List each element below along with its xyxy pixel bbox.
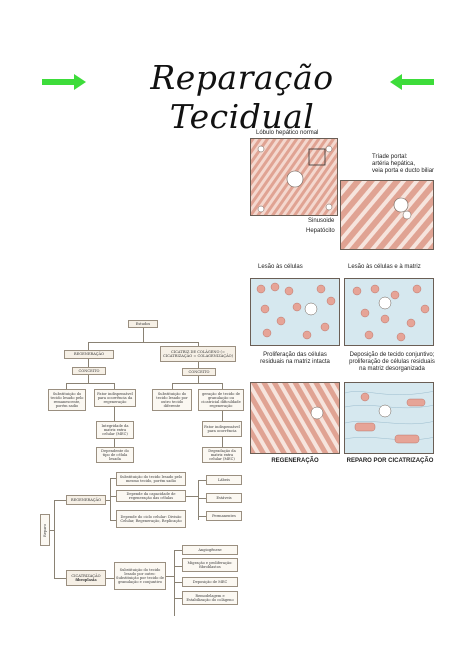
label-deposition: Deposição de tecido conjuntivo; prolifer… <box>349 352 435 372</box>
label-sinusoid: Sinusoide <box>308 218 335 224</box>
fc2-step-1: Angiogênese <box>182 545 238 555</box>
fc-right-b2: Degradação da matriz extra celular (MEC) <box>202 447 242 463</box>
green-arrow-right-icon <box>390 74 434 90</box>
normal-lobule-panel <box>250 138 338 216</box>
cell-injury-panel <box>250 278 340 346</box>
fc-regeneration: REGENERAÇÃO <box>64 350 114 359</box>
fc-right-a: Substituição do tecido lesado por outro … <box>152 389 192 411</box>
label-repair: REPARO POR CICATRIZAÇÃO <box>346 458 434 464</box>
fc2-regen-item-3: Depende do ciclo celular: Divisão Celula… <box>116 510 186 528</box>
fc2-step-3: Deposição de MEC <box>182 577 238 587</box>
flowchart-top: Estudos REGENERAÇÃO CICATRIZ DE COLÁGENO… <box>48 318 244 478</box>
page-title: Reparação Tecidual <box>150 58 334 136</box>
fc-cicatriz: CICATRIZ DE COLÁGENO (= CICATRIZAÇÃO = C… <box>160 346 236 362</box>
fc2-root: Reparo <box>40 514 50 546</box>
fc2-regen-item-2: Depende da capacidade de regeneração das… <box>116 490 186 502</box>
fc-left-b: Fator indispensável para ocorrência da r… <box>94 389 136 407</box>
label-portal-triad: Tríade portal: artéria hepática, veia po… <box>372 154 435 174</box>
fc-right-b: geração de tecido de granulação ou cicat… <box>198 389 244 411</box>
fc-root: Estudos <box>128 320 158 328</box>
zoom-panel <box>340 180 434 250</box>
fc-right-concept: CONCEITO <box>182 368 216 376</box>
fc2-cell-labeis: Lábeis <box>206 475 242 485</box>
green-arrow-left-icon <box>42 74 86 90</box>
fc-left-b1: Integridade da matriz extra celular (MEC… <box>96 421 134 439</box>
fc2-regen: REGENERAÇÃO <box>66 495 106 505</box>
label-cell-matrix-injury: Lesão às células e à matriz <box>348 264 421 270</box>
label-proliferation: Proliferação das células residuais na ma… <box>260 352 330 365</box>
cell-matrix-injury-panel <box>344 278 434 346</box>
label-normal-lobule: Lóbulo hepático normal <box>256 130 319 136</box>
fc-left-concept: CONCEITO <box>72 367 106 375</box>
fc2-cicat: CICATRIZAÇÃO fibroplasia <box>66 570 106 586</box>
fc2-step-4: Remodelagem e Estabilização do colágeno <box>182 591 238 605</box>
fc2-regen-item-1: Substituição do tecido lesado pelo mesmo… <box>116 472 186 486</box>
regeneration-panel <box>250 382 340 454</box>
label-hepatocyte: Hepatócito <box>306 228 335 234</box>
fc-right-b1: Fator indispensável para ocorrência <box>202 421 242 437</box>
flowchart-bottom: Reparo REGENERAÇÃO Substituição do tecid… <box>34 470 244 616</box>
label-regeneration: REGENERAÇÃO <box>271 458 319 464</box>
fc2-cicat-label: CICATRIZAÇÃO <box>71 573 101 578</box>
label-cell-injury: Lesão às células <box>258 264 303 270</box>
fc-left-a: Substituição do tecido lesado pelo reman… <box>48 389 86 411</box>
fc2-cell-permanentes: Permanentes <box>206 511 242 521</box>
fc2-cicat-item: Substituição do tecido lesado por outro:… <box>114 562 166 590</box>
liver-figure: Lóbulo hepático normal Tríade portal: ar… <box>244 122 444 472</box>
fc2-step-2: Migração e proliferação: fibroblastos <box>182 558 238 572</box>
scar-repair-panel <box>344 382 434 454</box>
fc2-cicat-sub: fibroplasia <box>75 578 97 582</box>
fc2-cell-estaveis: Estáveis <box>206 493 242 503</box>
fc-left-b2: Dependente do tipo de célula lesada <box>96 447 134 463</box>
